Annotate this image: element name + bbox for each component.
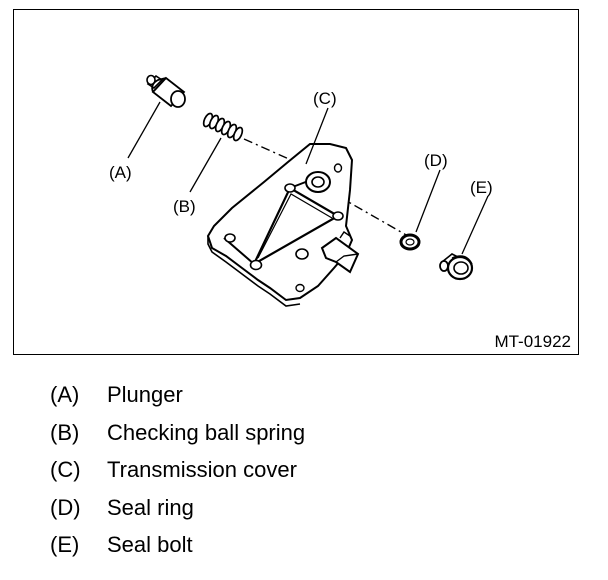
leader-line-c: [305, 107, 329, 165]
spring-part: [202, 112, 244, 142]
figure-code: MT-01922: [494, 332, 571, 351]
callout-b: (B): [173, 197, 196, 216]
callout-c: (C): [313, 89, 337, 108]
leader-line-a: [127, 101, 161, 159]
exploded-parts-diagram: (A) (B) (C) (D) (E) MT-01922: [109, 74, 571, 351]
legend-key: (B): [50, 419, 80, 445]
seal-bolt-part: [439, 253, 474, 281]
legend-key: (C): [50, 457, 81, 482]
legend-item: (E) Seal bolt: [50, 532, 570, 570]
seal-ring-part: [399, 233, 421, 251]
callout-e: (E): [470, 178, 493, 197]
legend-key: (E): [50, 532, 80, 557]
leader-line-d: [415, 169, 441, 233]
legend-text: Plunger: [107, 382, 183, 407]
legend-item: (D) Seal ring: [50, 495, 570, 533]
callout-a: (A): [109, 163, 132, 182]
legend-key: (A): [50, 382, 80, 407]
legend-item: (B) Checking ball spring: [50, 420, 570, 458]
figure-frame: [13, 9, 579, 355]
assembly-axis-line: [243, 138, 319, 173]
parts-legend: (A) Plunger (B) Checking ball spring (C)…: [50, 382, 570, 570]
assembly-axis-line: [337, 195, 409, 237]
legend-text: Transmission cover: [107, 457, 297, 482]
transmission-cover-part: [206, 143, 360, 307]
legend-text: Seal ring: [107, 494, 194, 520]
legend-item: (A) Plunger: [50, 382, 570, 420]
legend-item: (C) Transmission cover: [50, 457, 570, 495]
callout-d: (D): [424, 151, 448, 170]
legend-text: Checking ball spring: [107, 419, 306, 445]
plunger-part: [146, 74, 186, 108]
legend-text: Seal bolt: [107, 532, 193, 557]
legend-key: (D): [50, 494, 81, 520]
leader-line-b: [189, 137, 222, 193]
leader-line-e: [461, 195, 489, 255]
